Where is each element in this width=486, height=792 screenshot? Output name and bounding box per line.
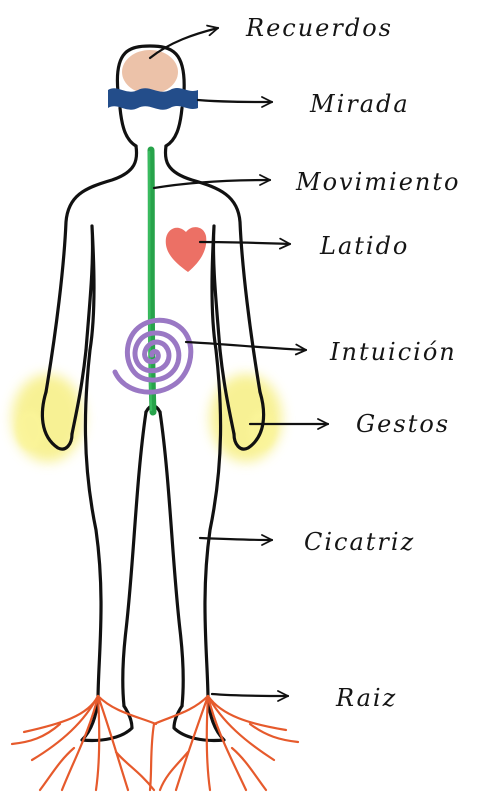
blindfold: [108, 88, 198, 110]
arrow-intuicion: [186, 342, 306, 350]
arrow-raiz: [212, 694, 288, 696]
label-intuicion: Intuición: [329, 338, 457, 366]
label-cicatriz: Cicatriz: [304, 528, 415, 556]
arrow-cicatriz: [200, 538, 272, 540]
label-latido: Latido: [319, 232, 409, 260]
spiral-icon: [115, 320, 191, 392]
label-movimiento: Movimiento: [295, 168, 460, 196]
arrow-mirada: [198, 100, 272, 102]
label-raiz: Raiz: [335, 684, 397, 712]
label-gestos: Gestos: [356, 410, 450, 438]
label-mirada: Mirada: [309, 90, 410, 118]
roots: [12, 696, 298, 790]
label-recuerdos: Recuerdos: [245, 14, 393, 42]
heart-icon: [166, 227, 207, 272]
